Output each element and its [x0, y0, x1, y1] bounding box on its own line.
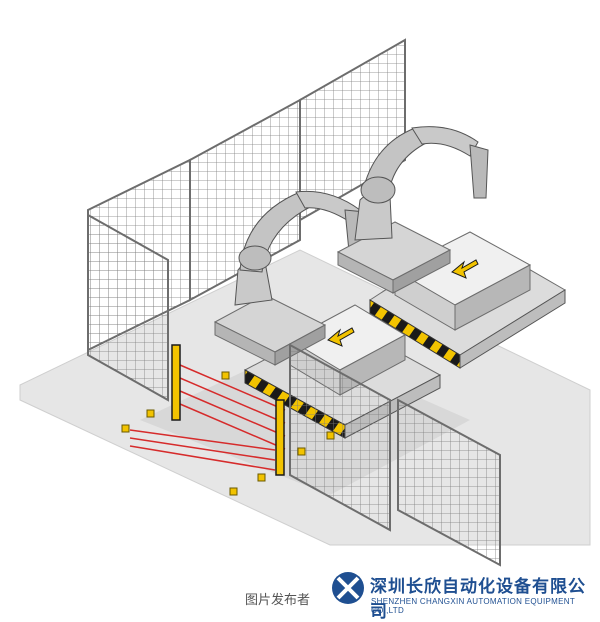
company-logo-icon [332, 572, 364, 604]
arrow-icon [327, 327, 355, 347]
front-fence [289, 343, 501, 567]
laser-beams [129, 364, 286, 471]
safety-light-curtain-icon [171, 344, 285, 476]
arrow-icon [451, 259, 479, 279]
floor-markers [121, 371, 335, 496]
robot-arm-icon [336, 126, 489, 294]
side-fence-left [87, 213, 169, 402]
company-name-en: SHENZHEN CHANGXIN AUTOMATION EQUIPMENT C… [371, 597, 575, 615]
image-caption: 图片发布者 [245, 593, 311, 608]
robot-arm-icon [213, 190, 366, 366]
